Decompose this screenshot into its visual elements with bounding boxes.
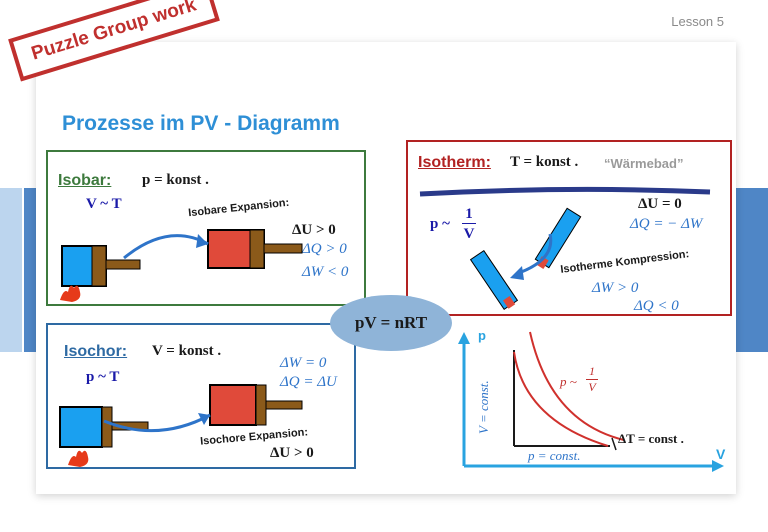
isotherm-frac-num: 1	[462, 206, 476, 224]
lesson-label: Lesson 5	[671, 14, 724, 29]
isotherm-curve-low	[513, 351, 609, 447]
isotherm-panel: Isotherm: T = konst . “Wärmebad” p ~ 1 V…	[406, 140, 732, 316]
left-side-bar	[0, 188, 22, 352]
isochor-eq3: ΔU > 0	[270, 445, 314, 461]
isobar-panel: Isobar: p = konst . V ~ T Isobare Expans…	[46, 150, 366, 306]
isochor-condition: V = konst .	[152, 343, 222, 359]
isochor-gas-cylinder	[59, 406, 103, 448]
pv-y-label: p	[478, 328, 486, 343]
isochor-panel: Isochor: V = konst . p ~ T ΔW = 0 ΔQ = Δ…	[46, 323, 356, 469]
isobar-flame-icon	[60, 285, 81, 302]
delta-t-label: ΔT = const .	[618, 431, 684, 446]
isotherm-title: Isotherm:	[418, 154, 491, 171]
pv-graph	[458, 331, 724, 472]
isobar-arrow	[123, 234, 209, 260]
isochor-eq1: ΔW = 0	[280, 355, 327, 371]
isobar-eq1: ΔU > 0	[292, 222, 336, 238]
isobar-piston-drawing	[60, 229, 303, 302]
isotherm-expanded-cylinder	[469, 249, 519, 311]
isotherm-condition: T = konst .	[510, 154, 579, 170]
pv-x-label: V	[716, 446, 726, 462]
isotherm-bath: “Wärmebad”	[604, 156, 684, 171]
isochor-proportion: p ~ T	[86, 369, 120, 385]
isotherm-drawing	[419, 186, 711, 311]
isochor-flame-icon	[68, 450, 89, 467]
isotherm-eq2: ΔQ = − ΔW	[630, 216, 703, 232]
isotherm-curve-high	[529, 331, 625, 441]
isobar-condition: p = konst .	[142, 172, 209, 188]
isochor-heated-cylinder	[209, 384, 257, 426]
isochor-piston-drawing	[59, 384, 303, 467]
left-side-bar-dark	[24, 188, 38, 352]
isochor-eq2: ΔQ = ΔU	[280, 374, 337, 390]
isobar-title: Isobar:	[58, 172, 112, 189]
isotherm-eq4: ΔQ < 0	[634, 298, 679, 314]
delta-t-marker	[611, 437, 617, 451]
isobar-eq2: ΔQ > 0	[302, 241, 347, 257]
isotherm-eq3: ΔW > 0	[592, 280, 639, 296]
isotherm-frac-den: V	[463, 226, 475, 242]
isotherm-proportion-prefix: p ~	[430, 216, 450, 232]
right-side-bar	[736, 188, 768, 352]
curve-prefix: p ~	[560, 374, 577, 389]
isobar-proportion: V ~ T	[86, 196, 122, 212]
isochor-title: Isochor:	[64, 343, 128, 360]
curve-frac-num: 1	[586, 364, 598, 380]
page-title: Prozesse im PV - Diagramm	[62, 112, 340, 135]
isochor-arrow	[103, 413, 211, 433]
ideal-gas-law: pV = nRT	[330, 295, 452, 351]
p-const-label: p = const.	[528, 448, 581, 463]
v-const-label: V = const.	[476, 380, 491, 434]
isotherm-eq1: ΔU = 0	[638, 196, 682, 212]
isobar-eq3: ΔW < 0	[302, 264, 349, 280]
heat-bath-line	[419, 186, 711, 197]
curve-frac-den: V	[588, 380, 596, 394]
